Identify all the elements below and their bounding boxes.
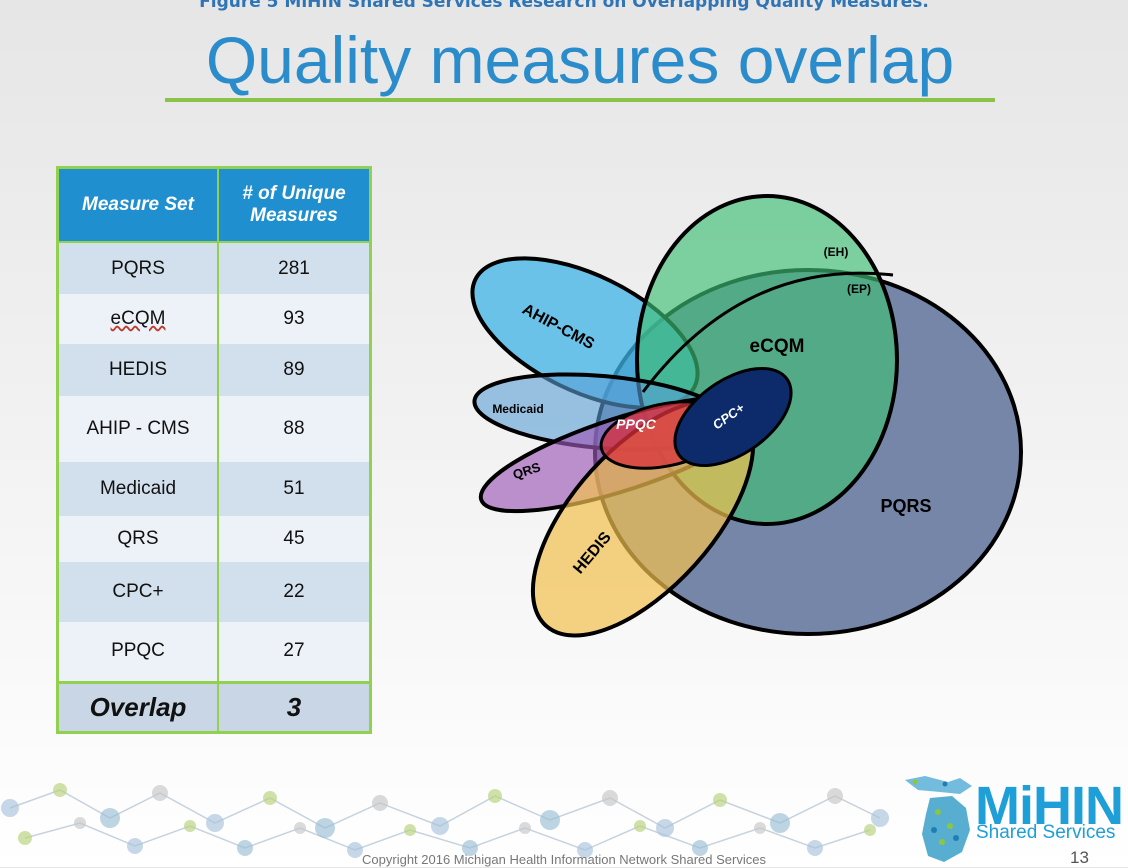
measure-count-cell: 51 — [217, 462, 372, 516]
table-row: PPQC 27 — [56, 622, 372, 682]
label-pqrs: PQRS — [880, 496, 931, 516]
label-ecqm: eCQM — [750, 336, 805, 357]
measure-set-cell: CPC+ — [56, 562, 219, 622]
measure-set-cell: PPQC — [56, 622, 219, 682]
table-row: AHIP - CMS 88 — [56, 396, 372, 462]
measure-count-cell: 281 — [217, 242, 372, 294]
network-dots-banner — [1, 776, 972, 862]
measure-set-cell: eCQM — [56, 294, 219, 344]
title-underline — [165, 98, 995, 102]
header-unique-measures: # of Unique Measures — [217, 166, 372, 243]
measure-count-cell: 27 — [217, 622, 372, 682]
measure-set-cell: Medicaid — [56, 462, 219, 516]
header-measure-set: Measure Set — [56, 166, 219, 243]
venn-ep-arc — [641, 271, 894, 393]
figure-caption: Figure 5 MiHIN Shared Services Research … — [199, 0, 929, 12]
table-row: eCQM 93 — [56, 294, 372, 344]
measure-count-cell: 22 — [217, 562, 372, 622]
measure-count-cell: 88 — [217, 396, 372, 462]
overlap-label: Overlap — [56, 680, 219, 732]
measure-set-cell: PQRS — [56, 242, 219, 294]
table-row: PQRS 281 — [56, 242, 372, 294]
table-row: CPC+ 22 — [56, 562, 372, 622]
measure-set-text: eCQM — [110, 308, 166, 329]
table-row: Medicaid 51 — [56, 462, 372, 516]
label-ep: (EP) — [847, 282, 871, 296]
page-number: 13 — [1070, 848, 1089, 867]
measure-count-cell: 93 — [217, 294, 372, 344]
label-ppqc: PPQC — [616, 416, 657, 432]
overlap-value: 3 — [217, 680, 372, 732]
measure-set-cell: QRS — [56, 516, 219, 562]
table-header-row: Measure Set # of Unique Measures — [56, 166, 372, 243]
overlap-row: Overlap 3 — [56, 680, 372, 732]
measures-table: Measure Set # of Unique Measures PQRS 28… — [56, 166, 372, 734]
label-eh: (EH) — [824, 245, 849, 259]
measure-set-cell: HEDIS — [56, 344, 219, 396]
table-row: QRS 45 — [56, 516, 372, 562]
label-medicaid: Medicaid — [492, 402, 543, 416]
table-row: HEDIS 89 — [56, 344, 372, 396]
slide-title: Quality measures overlap — [205, 23, 955, 97]
measure-set-cell: AHIP - CMS — [56, 396, 219, 462]
venn-diagram: (EH) (EP) eCQM PQRS AHIP-CMS Medicaid QR… — [470, 194, 1023, 638]
measure-count-cell: 89 — [217, 344, 372, 396]
measure-count-cell: 45 — [217, 516, 372, 562]
mihin-logo-text: MiHIN — [975, 776, 1124, 836]
mihin-logo-subtext: Shared Services — [976, 822, 1116, 843]
copyright-text: Copyright 2016 Michigan Health Informati… — [362, 852, 766, 867]
venn-cpc — [673, 367, 793, 467]
michigan-map-icon — [905, 776, 972, 862]
